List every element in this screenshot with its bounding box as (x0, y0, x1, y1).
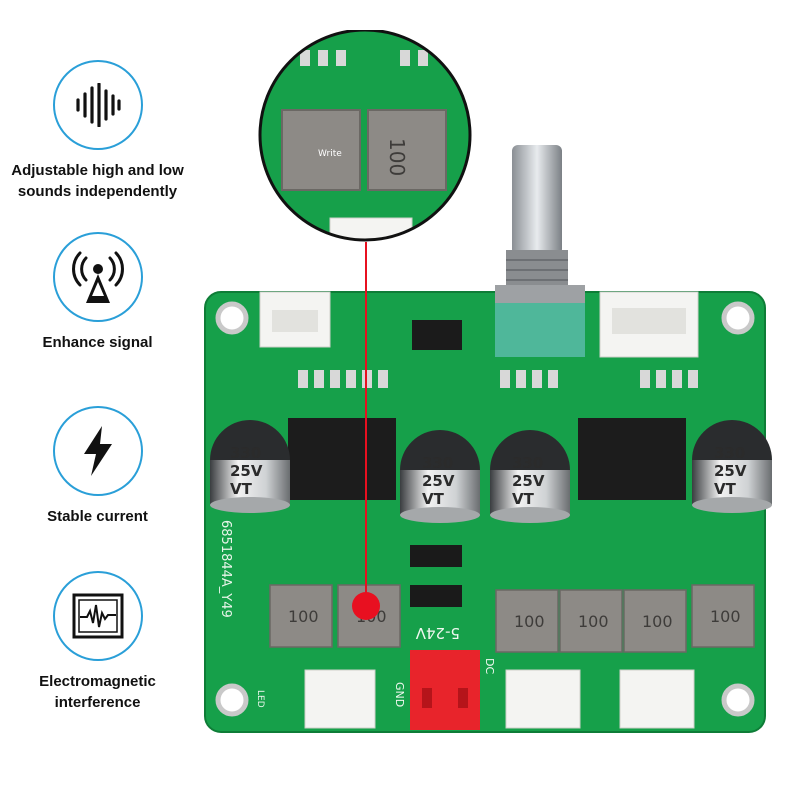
capacitor-series-text: VT (422, 490, 445, 508)
gnd-label: GND (393, 682, 406, 707)
feature-icon-ring (52, 60, 143, 150)
inductor (269, 584, 333, 648)
speaker-connector (619, 669, 695, 729)
inductor-value-text: 100 (514, 612, 545, 631)
signal-tower-icon (71, 251, 124, 303)
capacitor-series-text: VT (512, 490, 535, 508)
potentiometer-shaft (512, 145, 562, 255)
silkscreen-model-text: 6851844A_Y49 (218, 520, 233, 618)
inductor-value-text: 100 (288, 607, 319, 626)
capacitor-series-text: VT (714, 480, 737, 498)
feature-icon-ring (52, 571, 143, 661)
feature-label: Adjustable high and low sounds independe… (11, 162, 184, 200)
feature-label: Stable current (47, 508, 148, 525)
mounting-hole (215, 301, 755, 717)
pointer-dot (352, 592, 380, 620)
sound-wave-icon (75, 83, 121, 127)
lightning-bolt-icon (83, 426, 112, 476)
capacitor-value-text: 330 (714, 444, 745, 462)
capacitor (490, 430, 570, 523)
amplifier-board-photo: 330 25V VT 330 25V VT 330 25V VT 330 25V… (204, 30, 772, 733)
power-connector (410, 650, 480, 730)
inductor (623, 589, 687, 653)
feature-adjustable-sound: Adjustable high and low sounds independe… (0, 60, 195, 202)
waveform-monitor-icon (72, 593, 123, 639)
inductor-value-text: 100 (578, 612, 609, 631)
inductor-value-text: 100 (710, 607, 741, 626)
feature-label: Enhance signal (42, 334, 153, 351)
inductor-value-text: 100 (385, 138, 409, 176)
feature-label: Electromagnetic interference (39, 673, 156, 711)
amplifier-chip (288, 418, 396, 500)
capacitor-voltage-text: 25V (230, 462, 263, 480)
inductor-value-text: 100 (642, 612, 673, 631)
speaker-connector (304, 669, 376, 729)
capacitor-value-text: 330 (422, 454, 453, 472)
capacitor-voltage-text: 25V (714, 462, 747, 480)
feature-icon-ring (52, 232, 143, 322)
voltage-label: 5-24V (415, 624, 460, 642)
capacitor-voltage-text: 25V (512, 472, 545, 490)
speaker-connector (505, 669, 581, 729)
dc-label: DC (483, 658, 496, 674)
amplifier-chip (578, 418, 686, 500)
feature-emi: Electromagnetic interference (0, 571, 195, 713)
capacitor-value-text: 330 (230, 444, 261, 462)
inductor (495, 589, 559, 653)
capacitor (400, 430, 480, 523)
capacitor-value-text: 330 (512, 454, 543, 472)
feature-icon-ring (52, 406, 143, 496)
inductor (559, 589, 623, 653)
capacitor-series-text: VT (230, 480, 253, 498)
inductor (691, 584, 755, 648)
capacitor (210, 420, 290, 513)
feature-stable-current: Stable current (0, 406, 195, 527)
capacitor (692, 420, 772, 513)
magnifier-note-text: Write (318, 149, 342, 159)
feature-enhance-signal: Enhance signal (0, 232, 195, 353)
led-label: LED (255, 690, 265, 708)
magnifier-view: Write 100 (258, 30, 472, 242)
capacitor-voltage-text: 25V (422, 472, 455, 490)
